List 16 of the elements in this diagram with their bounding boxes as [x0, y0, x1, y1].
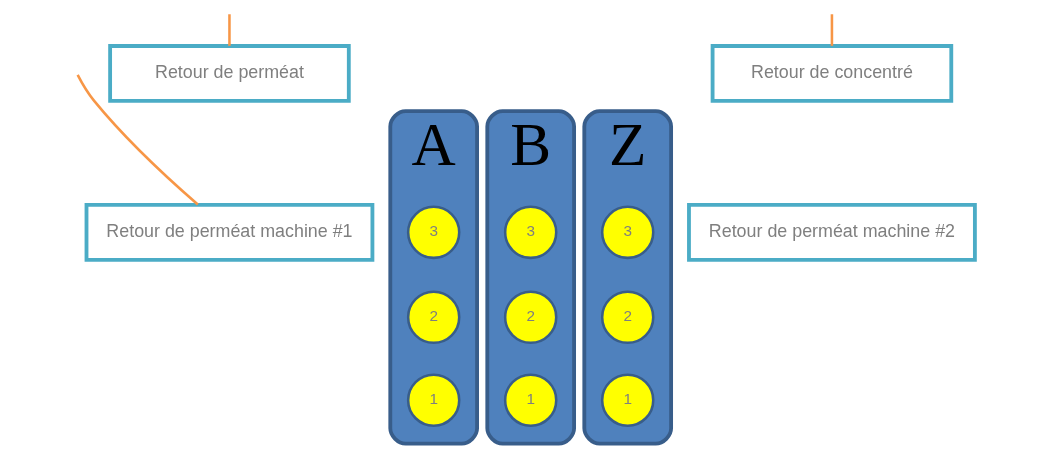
- connector: [228, 14, 231, 46]
- node-circle: 1: [503, 373, 558, 427]
- node-circle: 2: [503, 290, 558, 345]
- node-circle: 2: [600, 290, 655, 345]
- node-box: Retour de concentré: [710, 44, 954, 103]
- node-box: Retour de perméat machine #2: [687, 203, 977, 262]
- node-box: Retour de perméat machine #1: [84, 203, 375, 262]
- node-circle: 3: [406, 205, 461, 260]
- node-circle: 3: [600, 205, 655, 260]
- node-circle: 3: [503, 205, 558, 260]
- node-circle: 2: [406, 290, 461, 345]
- connector: [76, 74, 199, 206]
- node-box: Retour de perméat: [108, 44, 351, 103]
- node-circle: 1: [406, 373, 461, 427]
- connector: [830, 14, 834, 46]
- node-circle: 1: [600, 373, 655, 427]
